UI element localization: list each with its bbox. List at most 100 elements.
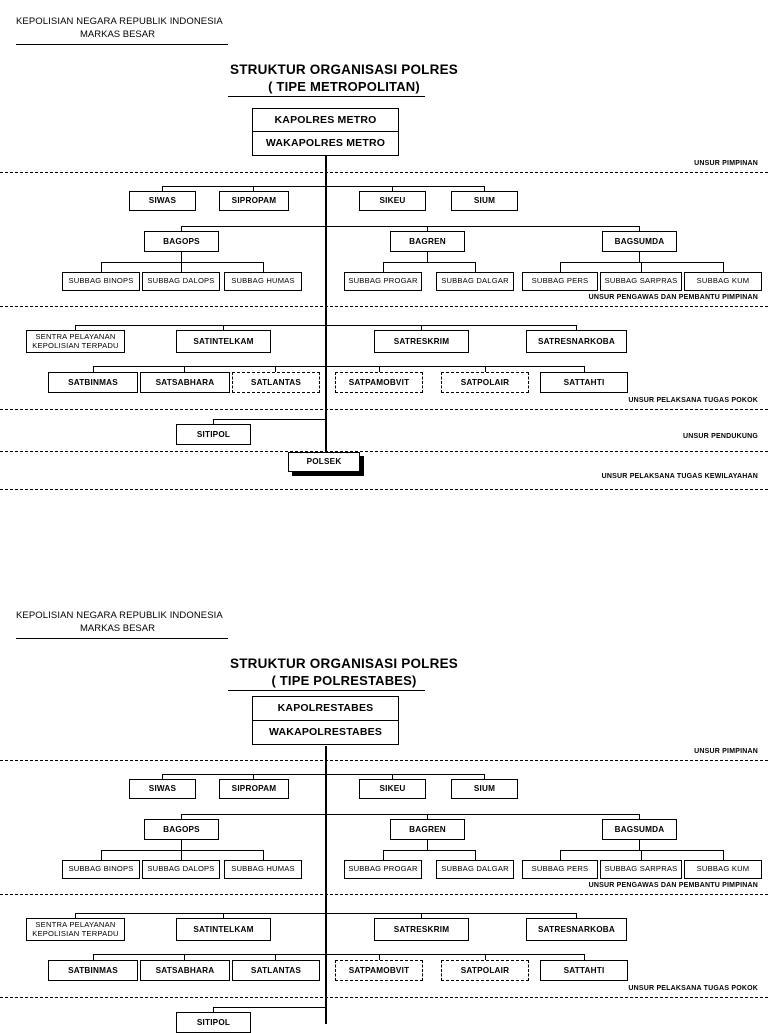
chart1-box-bagren[interactable]: BAGREN: [390, 231, 465, 252]
chart1-zone-label-3: UNSUR PENDUKUNG: [683, 433, 758, 440]
chart2-box-bagops[interactable]: BAGOPS: [144, 819, 219, 840]
chart1-box-sattahti[interactable]: SATTAHTI: [540, 372, 628, 393]
chart2-title: STRUKTUR ORGANISASI POLRES: [230, 656, 458, 671]
chart2-sat1-bus: [75, 913, 577, 915]
chart2-box-subbag-pers[interactable]: SUBBAG PERS: [522, 860, 598, 879]
chart2-box-sikeu[interactable]: SIKEU: [359, 779, 426, 799]
chart1-sat2-bus: [93, 366, 585, 368]
chart2-box-satbinmas[interactable]: SATBINMAS: [48, 960, 138, 981]
chart2-sat1-b: [223, 913, 225, 919]
chart2-box-bagsumda[interactable]: BAGSUMDA: [602, 819, 677, 840]
chart1-sat1-a: [75, 325, 77, 331]
chart2-sat1-a: [75, 913, 77, 919]
chart2-subbag3-drop: [639, 840, 641, 850]
org-chart-metropolitan: KEPOLISIAN NEGARA REPUBLIK INDONESIA MAR…: [0, 0, 768, 512]
chart1-sat1-bus: [75, 325, 577, 327]
chart2-box-satlantas[interactable]: SATLANTAS: [232, 960, 320, 981]
chart1-main-spine: [325, 155, 327, 465]
chart2-box-wakapolrestabes[interactable]: WAKAPOLRESTABES: [252, 720, 399, 745]
chart1-box-bagops[interactable]: BAGOPS: [144, 231, 219, 252]
chart2-box-satpolair[interactable]: SATPOLAIR: [441, 960, 529, 981]
chart1-box-wakapolres[interactable]: WAKAPOLRES METRO: [252, 131, 399, 156]
chart2-box-satresnarkoba[interactable]: SATRESNARKOBA: [526, 918, 627, 941]
chart1-box-subbag-sarpras[interactable]: SUBBAG SARPRAS: [600, 272, 682, 291]
chart1-conn-siwas-bus: [162, 186, 484, 188]
chart1-box-subbag-binops[interactable]: SUBBAG BINOPS: [62, 272, 140, 291]
chart1-box-subbag-dalops[interactable]: SUBBAG DALOPS: [142, 272, 220, 291]
chart2-sat1-d: [576, 913, 578, 919]
chart1-zone-label-0: UNSUR PIMPINAN: [694, 160, 758, 167]
chart1-header-rule: [16, 44, 228, 45]
chart1-box-bagsumda[interactable]: BAGSUMDA: [602, 231, 677, 252]
chart2-box-subbag-dalops[interactable]: SUBBAG DALOPS: [142, 860, 220, 879]
chart1-subbag2-b: [475, 262, 477, 272]
chart1-box-satreskrim[interactable]: SATRESKRIM: [374, 330, 469, 353]
chart1-box-subbag-pers[interactable]: SUBBAG PERS: [522, 272, 598, 291]
chart2-box-sattahti[interactable]: SATTAHTI: [540, 960, 628, 981]
chart1-zone-sep-4: [0, 451, 768, 452]
chart2-box-subbag-humas[interactable]: SUBBAG HUMAS: [224, 860, 302, 879]
chart2-box-spkt[interactable]: SENTRA PELAYANAN KEPOLISIAN TERPADU: [26, 918, 125, 941]
chart2-main-spine: [325, 746, 327, 1024]
chart1-zone-label-1: UNSUR PENGAWAS DAN PEMBANTU PIMPINAN: [588, 294, 758, 301]
chart1-box-sium[interactable]: SIUM: [451, 191, 518, 211]
chart2-box-sitipol[interactable]: SITIPOL: [176, 1012, 251, 1033]
chart2-box-bagren[interactable]: BAGREN: [390, 819, 465, 840]
chart1-box-satresnarkoba[interactable]: SATRESNARKOBA: [526, 330, 627, 353]
chart1-box-satlantas[interactable]: SATLANTAS: [232, 372, 320, 393]
chart2-bag-2: [427, 814, 429, 819]
chart2-box-satsabhara[interactable]: SATSABHARA: [140, 960, 230, 981]
chart1-conn-siwas-2: [253, 186, 255, 192]
chart2-subbag1-c: [263, 850, 265, 860]
chart2-box-subbag-binops[interactable]: SUBBAG BINOPS: [62, 860, 140, 879]
chart2-box-siwas[interactable]: SIWAS: [129, 779, 196, 799]
chart1-conn-siwas-4: [484, 186, 486, 192]
chart1-box-subbag-kum[interactable]: SUBBAG KUM: [684, 272, 762, 291]
chart1-subbag2-drop: [427, 252, 429, 262]
chart2-header-line1: KEPOLISIAN NEGARA REPUBLIK INDONESIA: [16, 610, 223, 621]
chart1-subbag1-drop: [181, 252, 183, 262]
chart2-header-line2: MARKAS BESAR: [80, 623, 155, 634]
chart1-box-sitipol[interactable]: SITIPOL: [176, 424, 251, 445]
chart2-box-subbag-kum[interactable]: SUBBAG KUM: [684, 860, 762, 879]
chart1-box-subbag-humas[interactable]: SUBBAG HUMAS: [224, 272, 302, 291]
chart1-box-subbag-progar[interactable]: SUBBAG PROGAR: [344, 272, 422, 291]
chart1-box-subbag-dalgar[interactable]: SUBBAG DALGAR: [436, 272, 514, 291]
chart2-spkt-label: SENTRA PELAYANAN KEPOLISIAN TERPADU: [32, 919, 119, 938]
chart2-box-satpamobvit[interactable]: SATPAMOBVIT: [335, 960, 423, 981]
chart1-box-satintelkam[interactable]: SATINTELKAM: [176, 330, 271, 353]
chart1-conn-siwas-3: [392, 186, 394, 192]
chart2-subbag2-a: [383, 850, 385, 860]
chart1-box-sipropam[interactable]: SIPROPAM: [219, 191, 289, 211]
chart1-zone-sep-1: [0, 172, 768, 173]
chart1-box-satpolair[interactable]: SATPOLAIR: [441, 372, 529, 393]
chart1-box-spkt[interactable]: SENTRA PELAYANAN KEPOLISIAN TERPADU: [26, 330, 125, 353]
chart1-box-siwas[interactable]: SIWAS: [129, 191, 196, 211]
chart1-zone-sep-3: [0, 409, 768, 410]
chart2-box-satintelkam[interactable]: SATINTELKAM: [176, 918, 271, 941]
chart1-box-satbinmas[interactable]: SATBINMAS: [48, 372, 138, 393]
chart1-subbag2-bus: [383, 262, 475, 264]
chart1-box-sikeu[interactable]: SIKEU: [359, 191, 426, 211]
chart2-siwas-1: [162, 774, 164, 780]
chart2-siwas-3: [392, 774, 394, 780]
chart1-box-kapolres[interactable]: KAPOLRES METRO: [252, 108, 399, 133]
chart1-conn-bag-bus: [181, 226, 640, 228]
chart1-box-satpamobvit[interactable]: SATPAMOBVIT: [335, 372, 423, 393]
chart2-sat2-d: [379, 954, 381, 960]
chart2-box-kapolrestabes[interactable]: KAPOLRESTABES: [252, 696, 399, 721]
chart1-subtitle: ( TIPE METROPOLITAN): [268, 79, 420, 94]
org-chart-polrestabes: KEPOLISIAN NEGARA REPUBLIK INDONESIA MAR…: [0, 594, 768, 1033]
chart1-sat2-a: [93, 366, 95, 372]
chart2-box-subbag-progar[interactable]: SUBBAG PROGAR: [344, 860, 422, 879]
chart2-zone-sep-1: [0, 760, 768, 761]
chart2-box-sium[interactable]: SIUM: [451, 779, 518, 799]
chart1-box-polsek[interactable]: POLSEK: [288, 452, 360, 472]
chart2-box-satreskrim[interactable]: SATRESKRIM: [374, 918, 469, 941]
chart2-subbag3-a: [560, 850, 562, 860]
chart2-sitipol-drop: [213, 1007, 215, 1013]
chart2-box-subbag-dalgar[interactable]: SUBBAG DALGAR: [436, 860, 514, 879]
chart1-box-satsabhara[interactable]: SATSABHARA: [140, 372, 230, 393]
chart2-box-subbag-sarpras[interactable]: SUBBAG SARPRAS: [600, 860, 682, 879]
chart2-box-sipropam[interactable]: SIPROPAM: [219, 779, 289, 799]
